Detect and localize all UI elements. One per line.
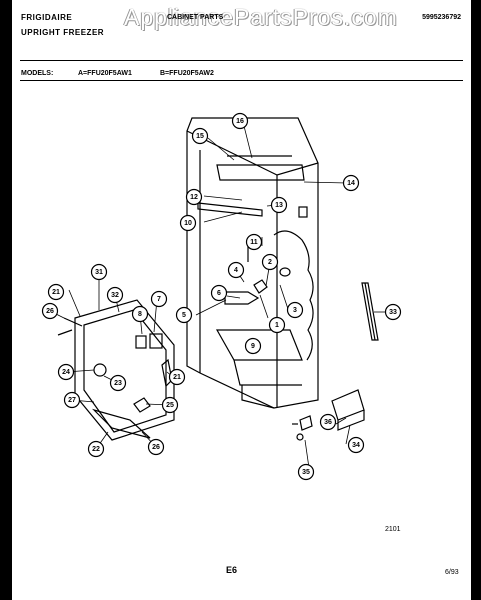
callout-23: 23 xyxy=(109,374,127,392)
svg-text:34: 34 xyxy=(352,442,360,449)
callout-32: 32 xyxy=(106,286,124,304)
svg-text:36: 36 xyxy=(324,419,332,426)
svg-text:26: 26 xyxy=(152,444,160,451)
svg-text:35: 35 xyxy=(302,469,310,476)
callout-33: 33 xyxy=(384,303,402,321)
callout-12: 12 xyxy=(185,188,203,206)
callout-9: 9 xyxy=(244,337,262,355)
svg-text:24: 24 xyxy=(62,369,70,376)
callout-21: 21 xyxy=(168,368,186,386)
callout-2: 2 xyxy=(261,253,279,271)
callout-31: 31 xyxy=(90,263,108,281)
svg-text:21: 21 xyxy=(52,289,60,296)
svg-text:23: 23 xyxy=(114,380,122,387)
callout-24: 24 xyxy=(57,363,75,381)
svg-text:2: 2 xyxy=(268,259,272,266)
callout-36: 36 xyxy=(319,413,337,431)
svg-text:16: 16 xyxy=(236,118,244,125)
svg-text:6: 6 xyxy=(217,290,221,297)
callout-6: 6 xyxy=(210,284,228,302)
callout-14: 14 xyxy=(342,174,360,192)
brand-label: FRIGIDAIRE xyxy=(21,13,73,22)
callout-3: 3 xyxy=(286,301,304,319)
svg-text:1: 1 xyxy=(275,322,279,329)
callout-8: 8 xyxy=(131,305,149,323)
svg-text:32: 32 xyxy=(111,292,119,299)
svg-text:14: 14 xyxy=(347,180,355,187)
model-a: A=FFU20F5AW1 xyxy=(78,70,132,77)
svg-text:33: 33 xyxy=(389,309,397,316)
callout-35: 35 xyxy=(297,463,315,481)
print-date: 6/93 xyxy=(445,569,459,576)
callout-11: 11 xyxy=(245,233,263,251)
callout-25: 25 xyxy=(161,396,179,414)
callout-22: 22 xyxy=(87,440,105,458)
svg-text:3: 3 xyxy=(293,307,297,314)
callout-15: 15 xyxy=(191,127,209,145)
callout-4: 4 xyxy=(227,261,245,279)
svg-text:26: 26 xyxy=(46,308,54,315)
watermark: AppliancePartsPros.com xyxy=(124,4,398,30)
part-number: 5995236792 xyxy=(422,14,461,21)
models-label: MODELS: xyxy=(21,70,54,77)
callout-1: 1 xyxy=(268,316,286,334)
svg-text:21: 21 xyxy=(173,374,181,381)
diagram-code: 2101 xyxy=(385,526,401,533)
svg-text:13: 13 xyxy=(275,202,283,209)
svg-text:4: 4 xyxy=(234,267,238,274)
callout-16: 16 xyxy=(231,112,249,130)
callout-26: 26 xyxy=(147,438,165,456)
page-number: E6 xyxy=(226,565,238,575)
svg-text:25: 25 xyxy=(166,402,174,409)
svg-text:8: 8 xyxy=(138,311,142,318)
svg-text:27: 27 xyxy=(68,397,76,404)
svg-text:15: 15 xyxy=(196,133,204,140)
callout-26: 26 xyxy=(41,302,59,320)
svg-text:9: 9 xyxy=(251,343,255,350)
svg-text:22: 22 xyxy=(92,446,100,453)
callout-34: 34 xyxy=(347,436,365,454)
svg-text:12: 12 xyxy=(190,194,198,201)
callout-27: 27 xyxy=(63,391,81,409)
svg-text:5: 5 xyxy=(182,312,186,319)
model-b: B=FFU20F5AW2 xyxy=(160,70,214,77)
product-type-label: UPRIGHT FREEZER xyxy=(21,28,105,37)
callout-21: 21 xyxy=(47,283,65,301)
svg-text:7: 7 xyxy=(157,296,161,303)
callout-7: 7 xyxy=(150,290,168,308)
svg-text:10: 10 xyxy=(184,220,192,227)
callout-13: 13 xyxy=(270,196,288,214)
header-divider xyxy=(20,60,463,61)
exploded-view-diagram: 1234567891011121314151621212223242526262… xyxy=(41,112,402,481)
svg-text:11: 11 xyxy=(250,239,258,246)
callout-5: 5 xyxy=(175,306,193,324)
models-divider xyxy=(20,80,463,81)
callout-10: 10 xyxy=(179,214,197,232)
svg-text:31: 31 xyxy=(95,269,103,276)
section-label: CABINET PARTS xyxy=(167,14,224,21)
parts-diagram-sheet: AppliancePartsPros.com FRIGIDAIRE UPRIGH… xyxy=(12,0,471,600)
